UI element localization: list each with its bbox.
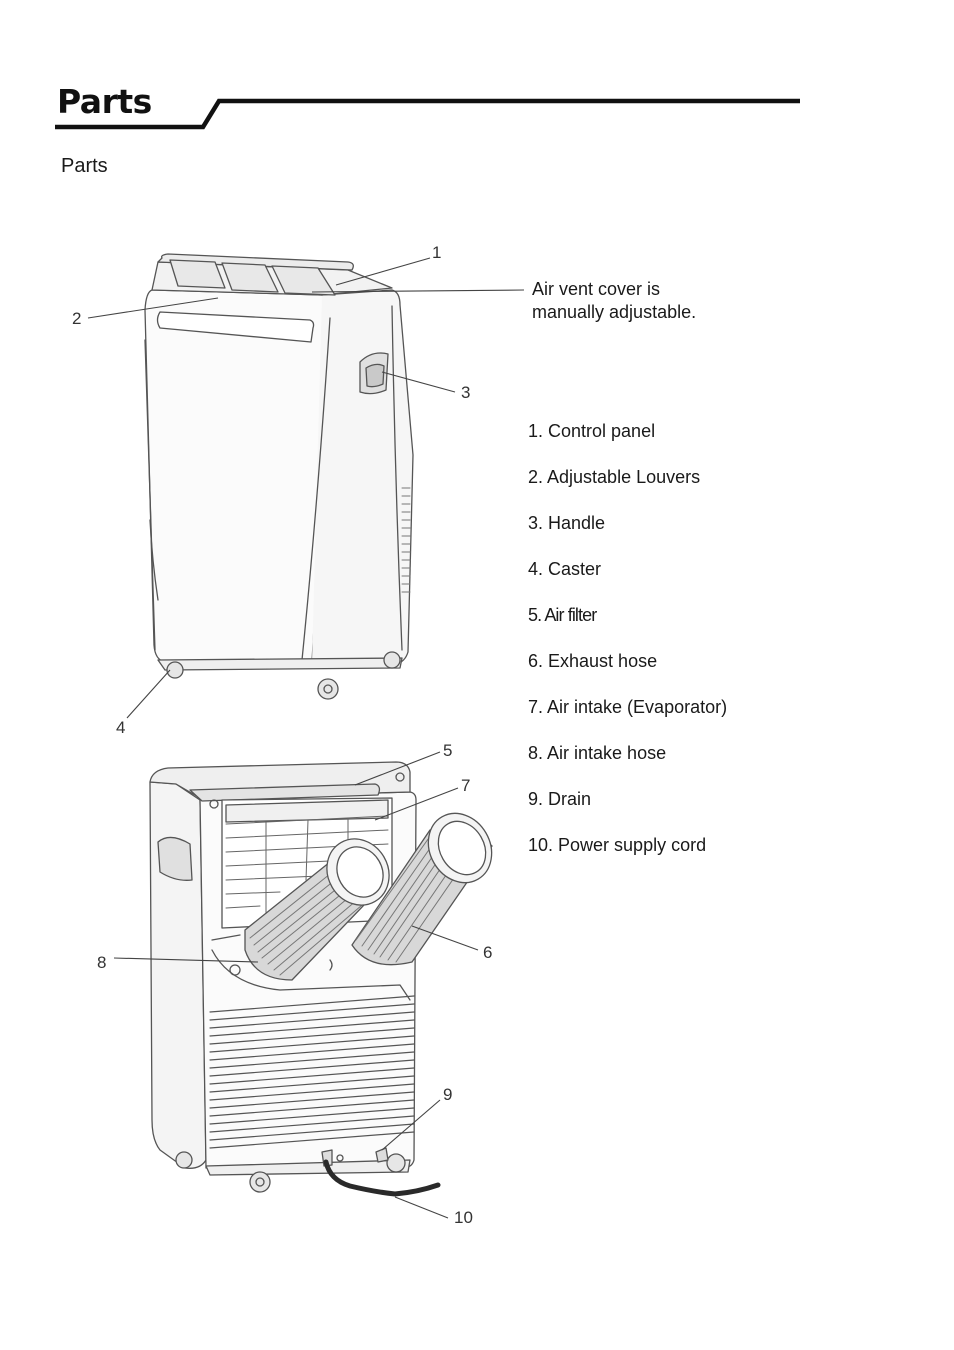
- list-item: 8. Air intake hose: [528, 743, 667, 763]
- callout-7: 7: [461, 776, 470, 795]
- callout-3: 3: [461, 383, 470, 402]
- leader-8: [113, 957, 259, 963]
- back-unit: [149, 761, 493, 1193]
- callout-9: 9: [443, 1085, 452, 1104]
- callout-8: 8: [97, 953, 106, 972]
- callout-4: 4: [116, 718, 125, 737]
- section-subtitle: Parts: [61, 155, 108, 177]
- list-item: 7. Air intake (Evaporator): [528, 697, 728, 717]
- leader-2: [87, 297, 219, 319]
- page-title: Parts: [57, 82, 152, 121]
- callout-5: 5: [443, 741, 452, 760]
- callout-2: 2: [72, 309, 81, 328]
- vent-note-line-1: Air vent cover is: [532, 279, 661, 299]
- list-item: 9. Drain: [528, 789, 592, 809]
- power-cord: [323, 1159, 441, 1197]
- callout-6: 6: [483, 943, 492, 962]
- list-item: 5. Air filter: [528, 605, 597, 625]
- vent-note-line-2: manually adjustable.: [532, 302, 697, 322]
- list-item: 10. Power supply cord: [528, 835, 707, 855]
- parts-list: 1. Control panel 2. Adjustable Louvers 3…: [528, 419, 727, 879]
- callout-10: 10: [454, 1208, 473, 1227]
- list-item: 1. Control panel: [528, 421, 656, 441]
- leader-9: [381, 1099, 441, 1151]
- leader-6: [411, 925, 479, 951]
- header-rule: [55, 98, 800, 130]
- leader-10: [394, 1196, 449, 1219]
- leader-4: [126, 669, 171, 719]
- list-item: 3. Handle: [528, 513, 606, 533]
- leader-7: [374, 787, 459, 821]
- list-item: 6. Exhaust hose: [528, 651, 658, 671]
- list-item: 2. Adjustable Louvers: [528, 467, 701, 487]
- callout-1: 1: [432, 243, 441, 262]
- leader-5: [354, 751, 441, 786]
- leader-vent-note: [311, 289, 525, 293]
- front-unit: [144, 253, 414, 700]
- leader-1: [335, 257, 431, 286]
- leader-3: [381, 371, 456, 393]
- vent-note: Air vent cover is manually adjustable.: [532, 278, 696, 324]
- list-item: 4. Caster: [528, 559, 602, 579]
